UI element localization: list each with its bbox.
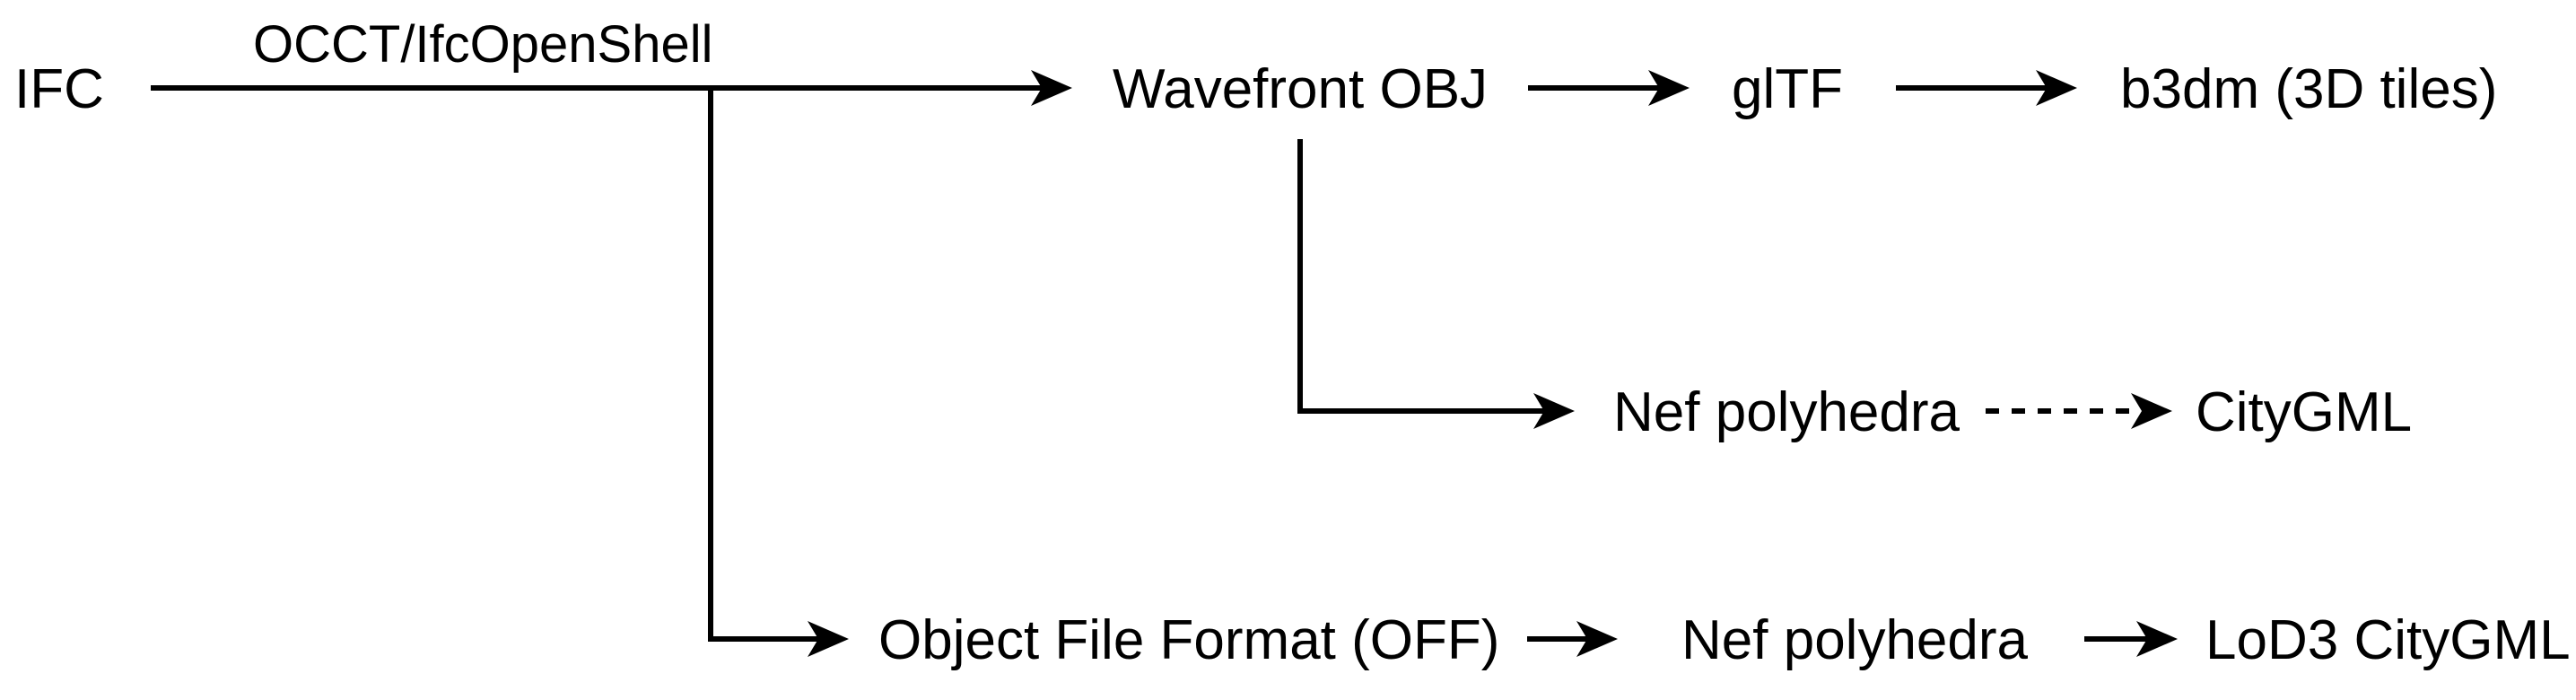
arrowhead-icon bbox=[1576, 621, 1618, 657]
node-b3dm: b3dm (3D tiles) bbox=[2120, 57, 2498, 120]
node-nef-polyhedra-bottom: Nef polyhedra bbox=[1681, 608, 2029, 671]
edge-label-occt-ifcopenshell: OCCT/IfcOpenShell bbox=[253, 15, 713, 74]
edge-wavefront-obj-to-nef-polyhedra bbox=[1297, 139, 1544, 414]
node-lod3-citygml: LoD3 CityGML bbox=[2205, 608, 2571, 671]
edge-mainline-to-off bbox=[708, 88, 818, 642]
node-object-file-format-off: Object File Format (OFF) bbox=[878, 608, 1500, 671]
node-ifc: IFC bbox=[14, 57, 104, 120]
node-gltf: glTF bbox=[1732, 57, 1843, 120]
node-nef-polyhedra-mid: Nef polyhedra bbox=[1613, 381, 1960, 443]
arrowhead-icon bbox=[2131, 393, 2172, 429]
arrowhead-icon bbox=[1031, 70, 1072, 106]
arrowhead-icon bbox=[1648, 70, 1690, 106]
node-wavefront-obj: Wavefront OBJ bbox=[1113, 57, 1489, 120]
arrowhead-icon bbox=[808, 621, 849, 657]
arrowhead-icon bbox=[2036, 70, 2077, 106]
arrowhead-icon bbox=[2136, 621, 2178, 657]
arrowhead-icon bbox=[1533, 393, 1575, 429]
node-citygml: CityGML bbox=[2196, 381, 2413, 443]
